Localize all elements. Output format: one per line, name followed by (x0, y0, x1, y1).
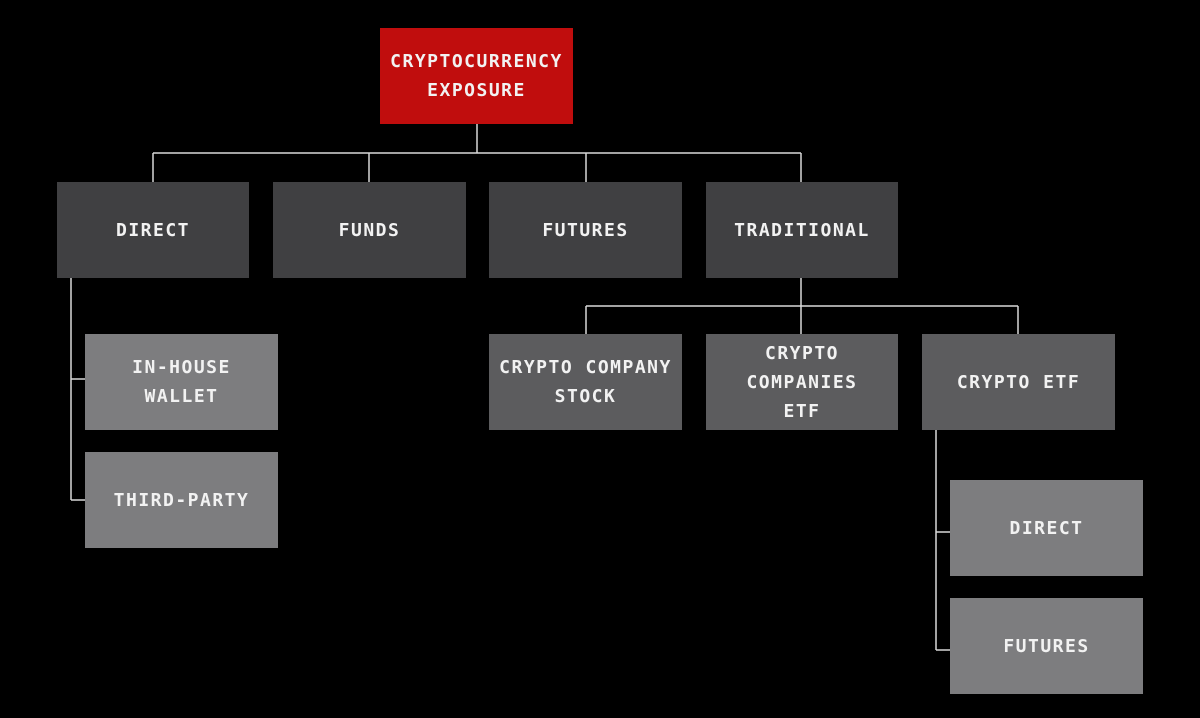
node-funds: FUNDS (273, 182, 466, 278)
node-crypto-etf-futures: FUTURES (950, 598, 1143, 694)
node-crypto-company-stock: CRYPTO COMPANY STOCK (489, 334, 682, 430)
node-crypto-companies-etf: CRYPTO COMPANIES ETF (706, 334, 898, 430)
node-cryptocurrency-exposure: CRYPTOCURRENCY EXPOSURE (380, 28, 573, 124)
node-traditional: TRADITIONAL (706, 182, 898, 278)
node-in-house-wallet: IN-HOUSE WALLET (85, 334, 278, 430)
node-crypto-etf: CRYPTO ETF (922, 334, 1115, 430)
node-futures: FUTURES (489, 182, 682, 278)
node-direct: DIRECT (57, 182, 249, 278)
node-crypto-etf-direct: DIRECT (950, 480, 1143, 576)
node-third-party: THIRD-PARTY (85, 452, 278, 548)
